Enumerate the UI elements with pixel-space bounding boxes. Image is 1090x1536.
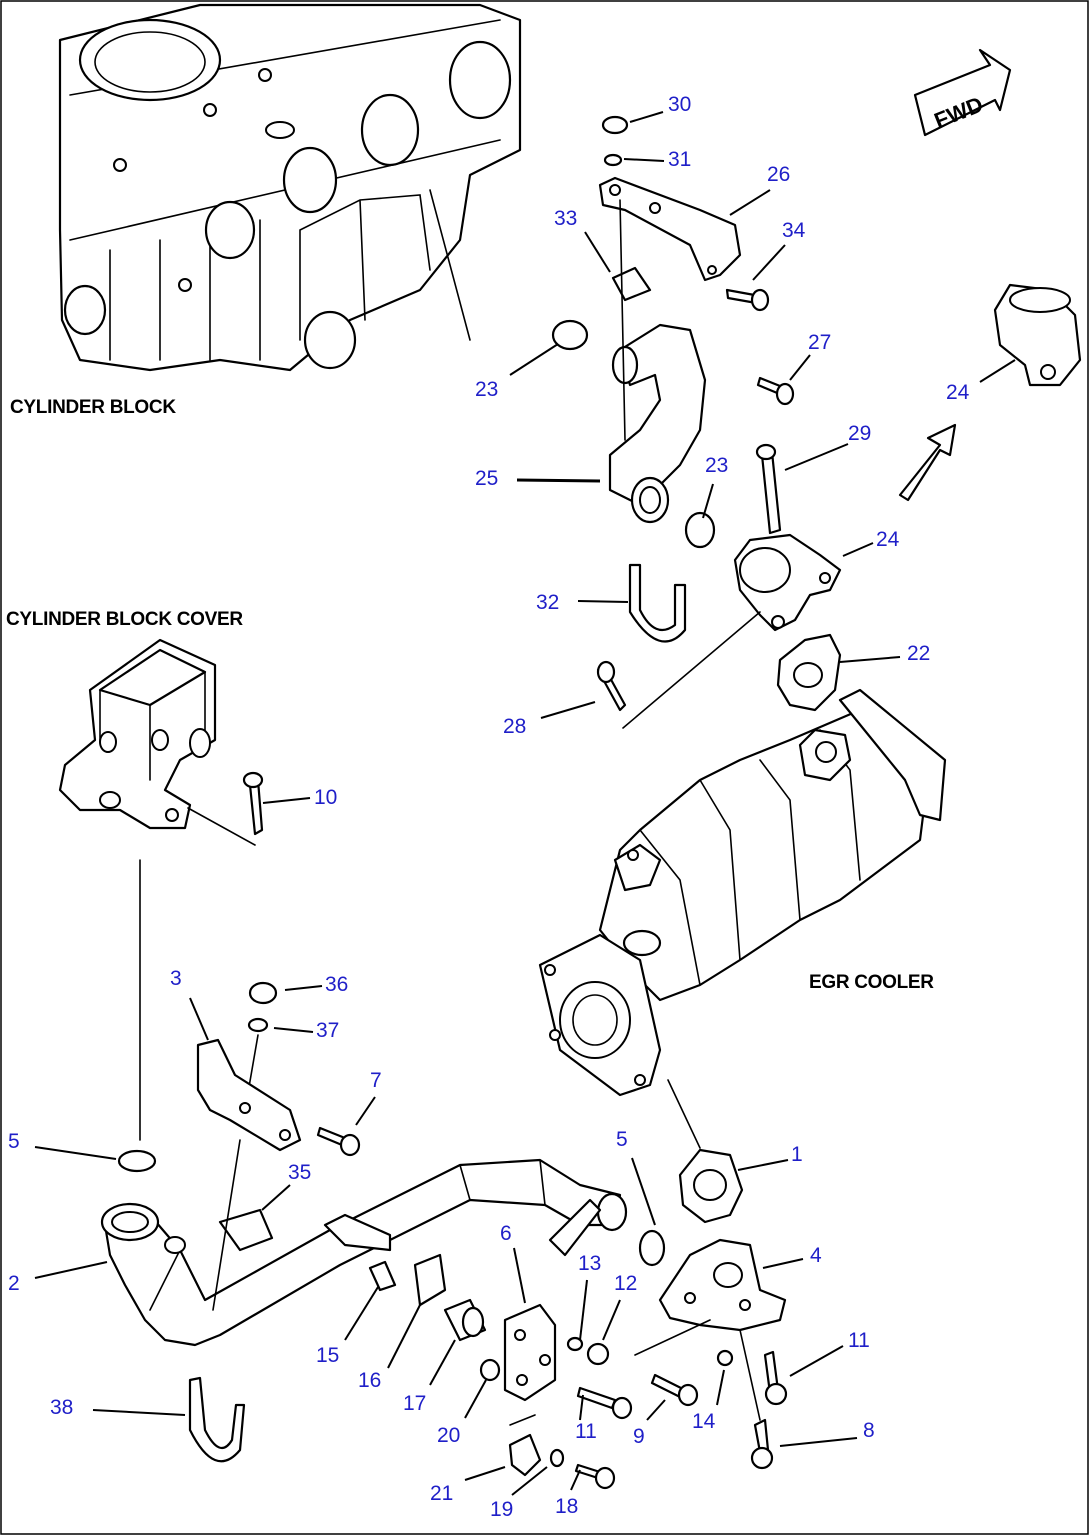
clamp-21 [508,1433,542,1477]
caption-cylinder-block: CYLINDER BLOCK [10,397,176,418]
cylinder-block-illustration [58,3,522,372]
callout-17: 17 [403,1392,426,1415]
gasket-5-left [117,1149,157,1173]
caption-egr-cooler: EGR COOLER [809,972,934,993]
callout-23-upper: 23 [475,378,498,401]
callout-35: 35 [288,1161,311,1184]
u-bolt-38 [188,1376,246,1463]
callout-24-lower: 24 [876,528,900,551]
gasket-23-top [551,319,589,351]
callout-26: 26 [767,163,790,186]
callout-38: 38 [50,1396,73,1419]
callout-15: 15 [316,1344,339,1367]
callout-4: 4 [810,1244,822,1267]
elbow-24-upper [993,283,1082,387]
callout-23-mid: 23 [705,454,728,477]
egr-cooler-illustration [538,688,947,1097]
bracket-4 [634,1238,788,1470]
lower-pipe-2 [100,1158,628,1347]
callout-13: 13 [578,1252,601,1275]
callout-27: 27 [808,331,831,354]
bracket-3 [196,981,361,1157]
clip-16 [413,1253,447,1307]
top-fasteners [551,115,795,549]
callout-32: 32 [536,591,559,614]
callout-5-left: 5 [8,1130,20,1153]
callout-12: 12 [614,1272,637,1295]
callout-22: 22 [907,642,930,665]
callout-33: 33 [554,207,577,230]
callout-21: 21 [430,1482,453,1505]
gasket-5-right [638,1229,666,1267]
callout-3: 3 [170,967,182,990]
callout-34: 34 [782,219,806,242]
plate-35 [218,1208,274,1252]
u-bolt-32 [628,563,687,643]
fwd-arrow: FWD [913,48,1012,137]
callout-18: 18 [555,1495,578,1518]
callout-16: 16 [358,1369,381,1392]
leader-lines [34,111,1016,1496]
callout-11-lower: 11 [575,1420,597,1443]
callout-6: 6 [500,1222,512,1245]
callout-25: 25 [475,467,498,490]
callout-36: 36 [325,973,348,996]
callout-numbers: 30 31 26 33 34 27 24 23 25 29 23 24 32 2… [8,93,970,1521]
callout-1: 1 [791,1143,803,1166]
callout-37: 37 [316,1019,339,1042]
caption-cylinder-block-cover: CYLINDER BLOCK COVER [6,609,243,630]
callout-5-right: 5 [616,1128,628,1151]
callout-11-right: 11 [848,1329,870,1352]
callout-20: 20 [437,1424,460,1447]
callout-29: 29 [848,422,871,445]
upper-hose-assembly [598,176,742,524]
callout-14: 14 [692,1410,716,1433]
callout-28: 28 [503,715,526,738]
callout-31: 31 [668,148,691,171]
callout-19: 19 [490,1498,513,1521]
callout-10: 10 [314,786,337,809]
callout-24-upper: 24 [946,381,970,404]
bracket-6 [479,1303,633,1420]
callout-9: 9 [633,1425,645,1448]
up-arrow [898,423,957,502]
callout-8: 8 [863,1419,875,1442]
cylinder-block-cover-illustration [58,638,264,1141]
elbow-24-lower [596,443,842,729]
callout-7: 7 [370,1069,382,1092]
callout-2: 2 [8,1272,20,1295]
gasket-23-mid [684,511,716,549]
callout-30: 30 [668,93,691,116]
